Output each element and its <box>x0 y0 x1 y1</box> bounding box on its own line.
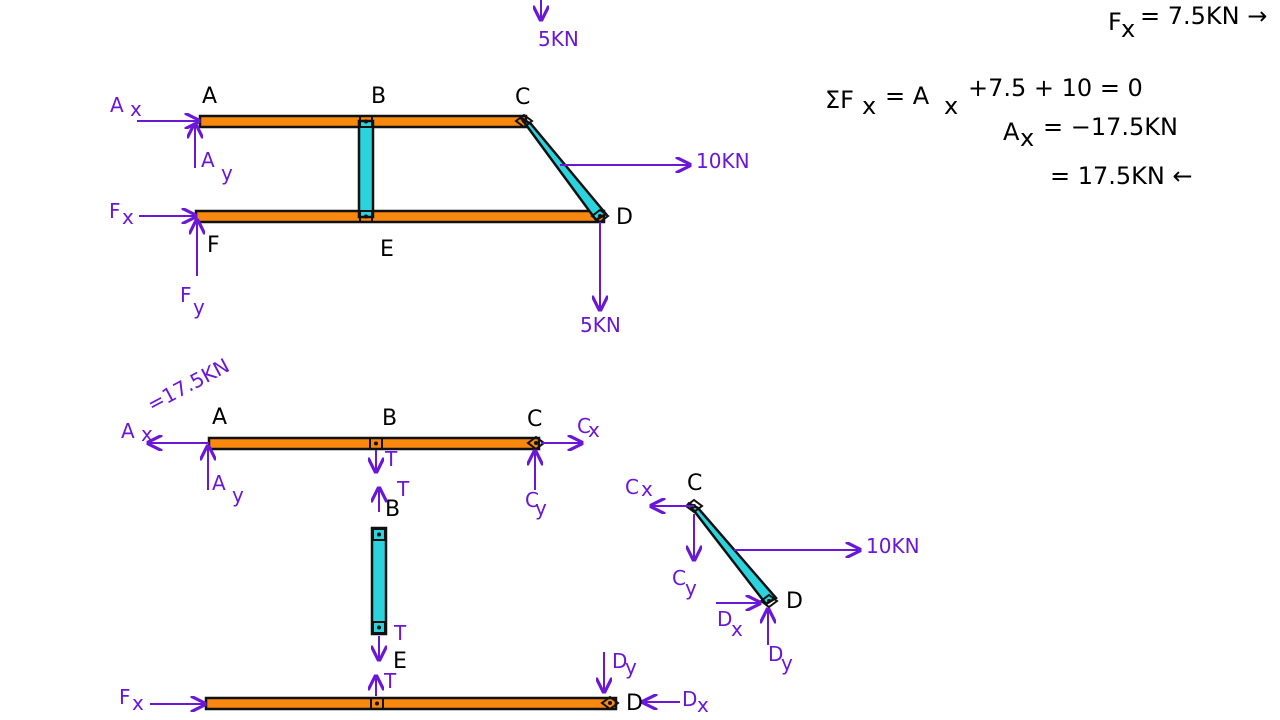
member-cd-fbd <box>687 501 778 606</box>
load-10kn-label-1: 10KN <box>696 149 750 173</box>
joint-a-label-2: A <box>212 405 227 430</box>
svg-text:y: y <box>781 651 793 675</box>
svg-text:ΣF: ΣF <box>825 86 854 114</box>
member-fed-fbd <box>204 696 618 711</box>
dy-label-3: D <box>768 642 783 666</box>
cy-label-3: C <box>672 566 686 590</box>
joint-d-label: D <box>616 205 633 230</box>
t-label-b: T <box>396 477 410 501</box>
dx-label-3: D <box>717 607 732 631</box>
joint-b-label: B <box>371 84 386 109</box>
fy-label-1: F <box>180 283 192 307</box>
fx-given-note: F x = 7.5KN → <box>1108 2 1267 43</box>
joint-c-label: C <box>515 85 530 110</box>
joint-f-label: F <box>207 233 220 258</box>
joint-b-label-2: B <box>382 406 397 431</box>
joint-c-label-2: C <box>527 407 542 432</box>
pins-top <box>359 113 610 224</box>
cy-label-2: C <box>525 488 539 512</box>
svg-text:x: x <box>944 92 958 120</box>
svg-text:y: y <box>625 655 637 679</box>
svg-text:x: x <box>1020 124 1034 152</box>
member-cd-top <box>519 116 608 222</box>
svg-text:y: y <box>685 576 697 600</box>
dy-label-4: D <box>612 649 627 673</box>
cx-label-2: C <box>577 414 591 438</box>
svg-text:= −17.5KN: = −17.5KN <box>1043 113 1178 141</box>
svg-text:x: x <box>1121 15 1135 43</box>
t-label-e: T <box>393 621 407 645</box>
cx-label-3: C <box>625 475 639 499</box>
svg-text:x: x <box>641 477 653 501</box>
ax-label-2: A <box>121 419 135 443</box>
svg-text:F: F <box>1108 8 1122 36</box>
joint-e-label: E <box>380 237 394 262</box>
t-label-on-fed: T <box>383 669 397 693</box>
ay-label-1: A <box>201 148 215 172</box>
pins-be <box>372 528 386 634</box>
svg-text:= 17.5KN ←: = 17.5KN ← <box>1050 162 1193 190</box>
dx-label-4: D <box>682 687 697 711</box>
svg-text:+7.5 + 10 = 0: +7.5 + 10 = 0 <box>968 74 1143 102</box>
t-label-on-abc: T <box>384 447 398 471</box>
equilibrium-equations: ΣF x = A x +7.5 + 10 = 0 A x = −17.5KN =… <box>825 74 1193 190</box>
top-load-label: 5KN <box>538 27 579 51</box>
ax-label-1: A <box>110 93 124 117</box>
load-10kn-label-2: 10KN <box>866 534 920 558</box>
svg-text:y: y <box>221 161 233 185</box>
joint-e-label-3: E <box>393 649 407 674</box>
member-be-top <box>357 119 375 219</box>
svg-text:= 7.5KN →: = 7.5KN → <box>1140 2 1267 30</box>
member-fed-top <box>194 209 606 224</box>
svg-text:y: y <box>232 483 244 507</box>
svg-text:x: x <box>141 422 153 446</box>
svg-text:x: x <box>697 693 709 717</box>
joint-c-label-3: C <box>687 471 702 496</box>
svg-text:= A: = A <box>885 82 930 110</box>
ay-label-2: A <box>212 471 226 495</box>
svg-text:x: x <box>588 418 600 442</box>
svg-text:y: y <box>193 295 205 319</box>
svg-text:y: y <box>535 496 547 520</box>
member-be-fbd <box>370 526 388 636</box>
fx-label-4: F <box>119 685 131 709</box>
pins-fed <box>370 695 620 711</box>
svg-text:x: x <box>132 691 144 715</box>
joint-d-label-3: D <box>786 589 803 614</box>
svg-text:x: x <box>122 205 134 229</box>
joint-b-label-3: B <box>385 497 400 522</box>
svg-text:A: A <box>1003 118 1020 146</box>
pins-abc <box>369 435 546 451</box>
fx-label-1: F <box>109 199 121 223</box>
load-5kn-label-1: 5KN <box>580 313 621 337</box>
svg-text:x: x <box>731 617 743 641</box>
joint-d-label-4: D <box>626 691 643 716</box>
joint-a-label: A <box>202 84 217 109</box>
svg-text:x: x <box>130 97 142 121</box>
svg-text:x: x <box>862 92 876 120</box>
